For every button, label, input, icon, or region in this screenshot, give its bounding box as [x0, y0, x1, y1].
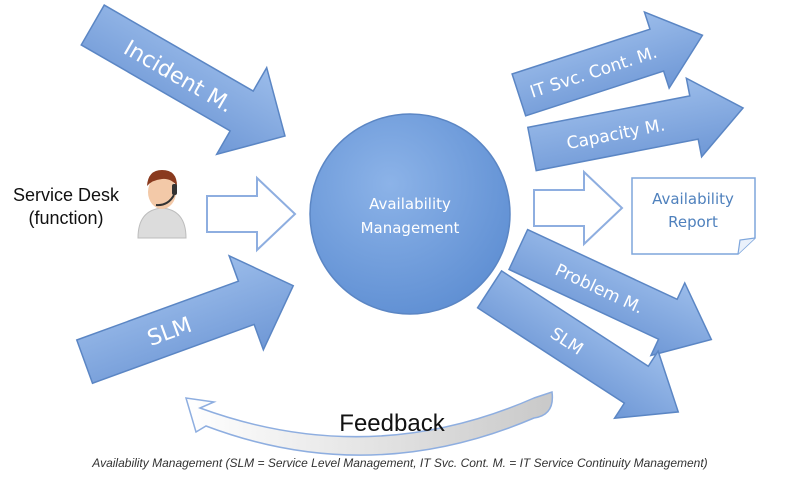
figure-caption: Availability Management (SLM = Service L…: [92, 456, 708, 470]
feedback-label: Feedback: [339, 410, 445, 437]
incident-arrow: Incident M.: [80, 4, 286, 156]
headset-person-icon: [137, 170, 187, 239]
feedback-curved-arrow: [184, 391, 554, 456]
report-line2: Report: [668, 213, 718, 231]
slm-input-arrow: SLM: [75, 254, 295, 385]
center-line2: Management: [361, 219, 460, 237]
capacity-arrow: Capacity M.: [526, 76, 745, 172]
service-desk-outline-arrow: [206, 175, 297, 253]
slm-output-arrow: SLM: [476, 269, 680, 420]
center-line1: Availability: [369, 195, 451, 213]
availability-report-document: [631, 177, 756, 255]
service-desk-line1: Service Desk: [13, 185, 120, 205]
report-outline-arrow: [533, 169, 624, 247]
report-line1: Availability: [652, 190, 734, 208]
availability-management-circle: [309, 113, 511, 315]
service-desk-line2: (function): [28, 208, 103, 228]
